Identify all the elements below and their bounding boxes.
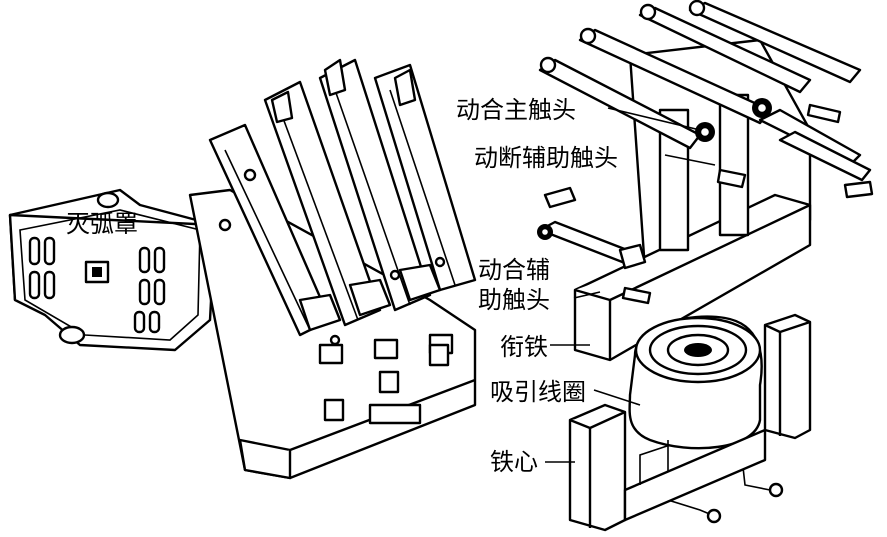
label-arc-chute: 灭弧罩 [66, 210, 138, 238]
moving-contact-frame [537, 0, 874, 362]
label-no-aux-contact-line2: 助触头 [478, 286, 550, 314]
label-iron-core: 铁心 [490, 448, 538, 476]
label-armature: 衔铁 [500, 333, 548, 361]
label-coil: 吸引线圈 [490, 378, 586, 406]
label-no-aux-contact-line1: 动合辅 [478, 256, 550, 284]
callout-labels: 灭弧罩 动合主触头 动断辅助触头 动合辅 助触头 衔铁 吸引线圈 铁心 [66, 96, 716, 476]
iron-core [568, 313, 812, 532]
contact-housing [188, 58, 477, 480]
arc-chute [8, 188, 217, 352]
label-nc-aux-contact: 动断辅助触头 [474, 144, 618, 172]
coil [628, 315, 784, 524]
label-main-contact: 动合主触头 [456, 96, 576, 124]
